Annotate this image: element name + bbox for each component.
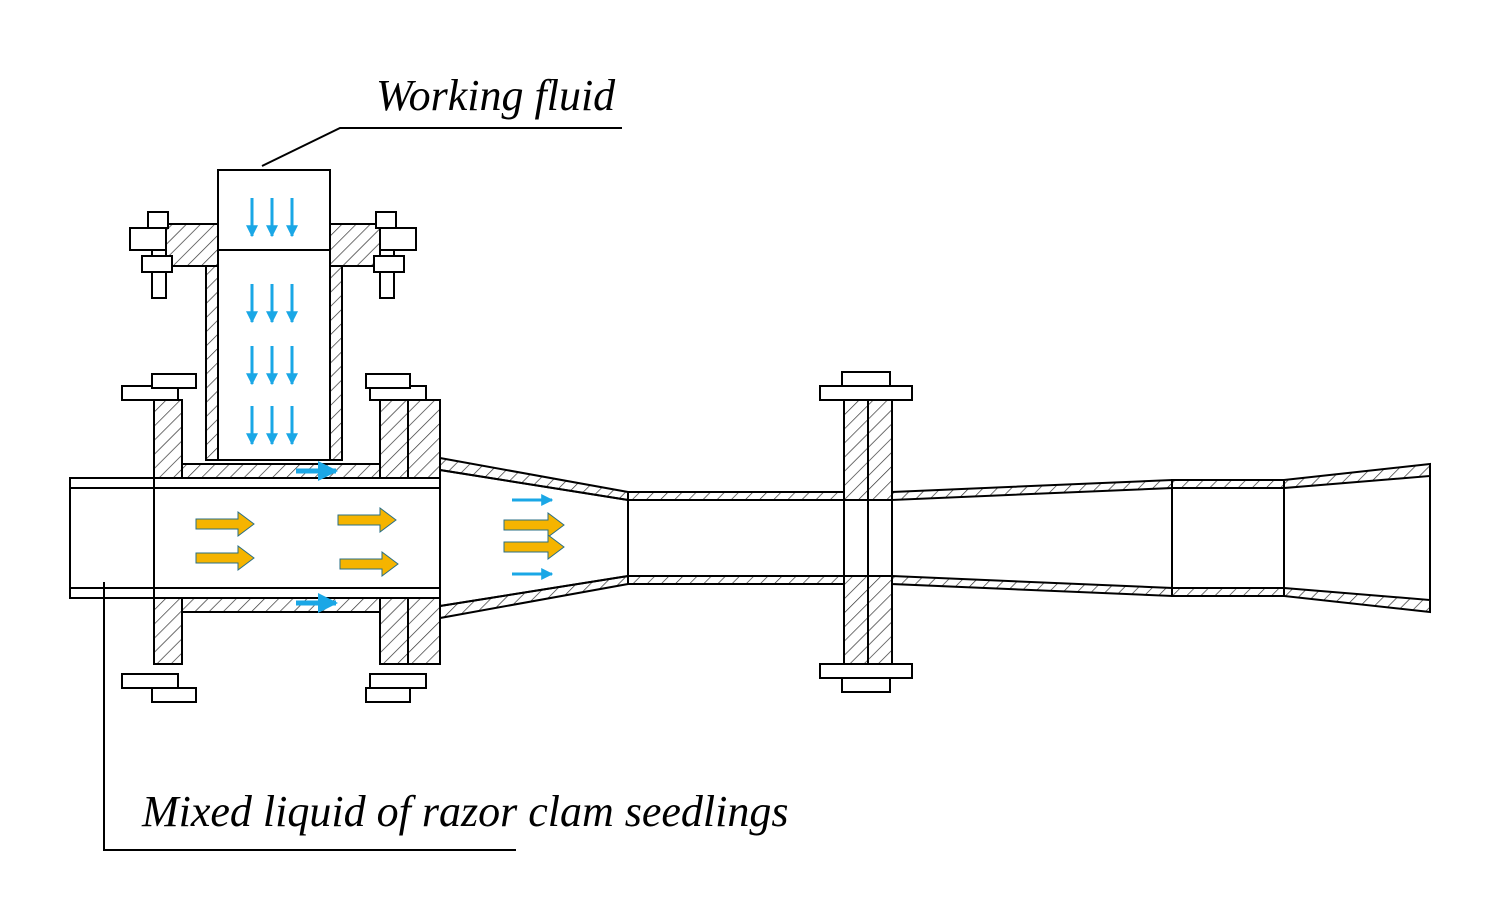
- arrow-right-orange-icon: [337, 507, 397, 533]
- chamber-flange-bolts: [121, 373, 427, 703]
- leader-lines: [103, 127, 622, 851]
- arrow-right-orange-icon: [195, 511, 255, 537]
- working-fluid-arrows: [246, 198, 298, 446]
- suction-chamber: [69, 399, 441, 665]
- arrow-right-orange-icon: [503, 512, 565, 538]
- nozzle-flange: [129, 211, 417, 299]
- mixed-liquid-label: Mixed liquid of razor clam seedlings: [142, 787, 789, 836]
- mixed-liquid-leader: [103, 582, 516, 851]
- arrow-right-orange-icon: [503, 534, 565, 560]
- arrow-right-orange-icon: [195, 545, 255, 571]
- mixed-liquid-arrows: [195, 507, 565, 577]
- middle-flange: [819, 371, 913, 693]
- throat: [627, 491, 845, 585]
- arrow-right-orange-icon: [339, 551, 399, 577]
- working-fluid-leader: [261, 127, 622, 167]
- diffuser: [891, 462, 1431, 614]
- converging-section: [439, 456, 629, 620]
- nozzle-pipe: [205, 169, 343, 461]
- suction-arrows: [296, 461, 554, 613]
- working-fluid-label: Working fluid: [376, 71, 616, 120]
